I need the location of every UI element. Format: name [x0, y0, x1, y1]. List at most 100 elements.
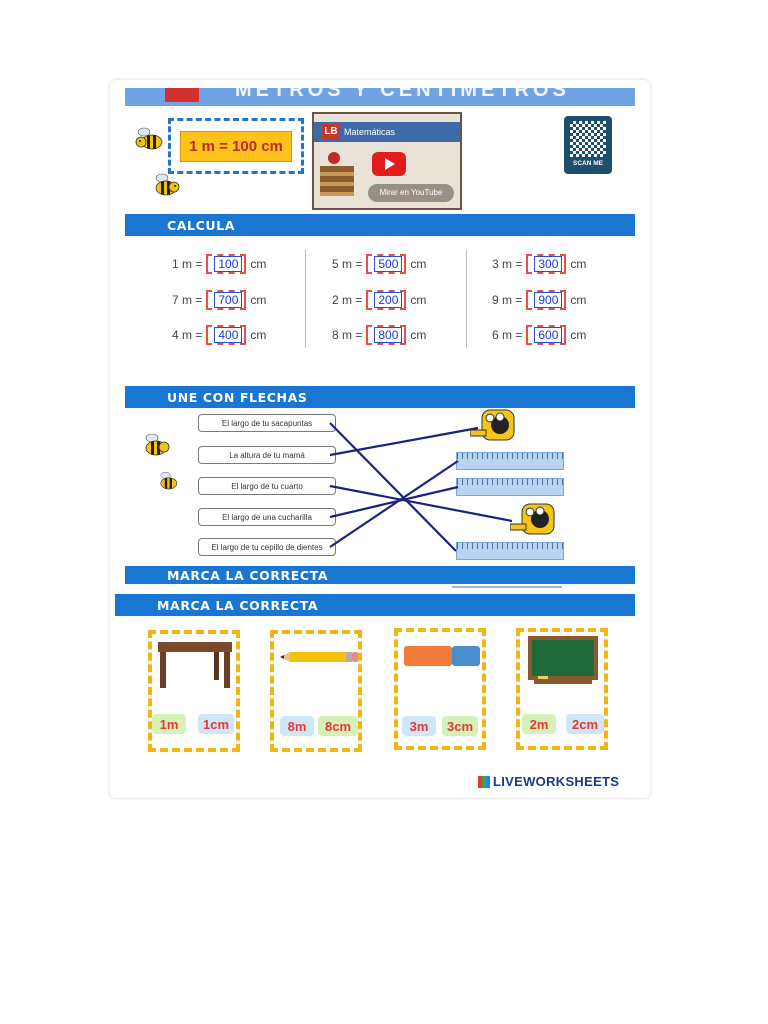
calc-row: 4 m = 400 cm — [172, 325, 266, 345]
answer-value[interactable]: 800 — [374, 327, 403, 343]
match-item[interactable]: El largo de una cucharilla — [198, 508, 336, 526]
calc-question: 2 m = — [332, 293, 363, 307]
tape-measure-icon[interactable] — [510, 498, 558, 538]
ruler-icon[interactable] — [456, 478, 564, 496]
calc-row: 5 m = 500 cm — [332, 254, 426, 274]
option-1cm[interactable]: 1cm — [198, 714, 234, 734]
qr-label: SCAN ME — [573, 160, 603, 167]
match-item[interactable]: El largo de tu cuarto — [198, 477, 336, 495]
answer-box[interactable]: 800 — [366, 325, 407, 345]
answer-box[interactable]: 100 — [206, 254, 247, 274]
unit-label: cm — [410, 328, 427, 342]
calc-question: 3 m = — [492, 257, 523, 271]
ruler-icon[interactable] — [456, 542, 564, 560]
option-frame — [394, 628, 486, 750]
qr-code-icon — [570, 121, 606, 157]
answer-value[interactable]: 200 — [374, 292, 403, 308]
answer-box[interactable]: 200 — [366, 290, 407, 310]
calc-row: 3 m = 300 cm — [492, 254, 586, 274]
bee-icon — [145, 433, 170, 456]
calc-row: 2 m = 200 cm — [332, 290, 426, 310]
answer-value[interactable]: 100 — [214, 256, 243, 272]
match-item[interactable]: El largo de tu sacapuntas — [198, 414, 336, 432]
column-divider — [305, 250, 306, 348]
answer-value[interactable]: 500 — [374, 256, 403, 272]
video-title-bar — [314, 122, 460, 142]
title-accent — [165, 88, 199, 102]
answer-box[interactable]: 700 — [206, 290, 247, 310]
channel-badge: LB — [322, 124, 340, 140]
liveworksheets-logo-icon — [478, 775, 490, 788]
chalkboard-icon — [528, 636, 598, 684]
unit-label: cm — [410, 257, 427, 271]
title-text: METROS Y CENTÍMETROS — [235, 88, 570, 101]
tape-measure-icon[interactable] — [470, 404, 518, 444]
bee-icon — [135, 127, 163, 150]
option-2cm[interactable]: 2cm — [566, 714, 604, 734]
calc-question: 9 m = — [492, 293, 523, 307]
watch-on-youtube-button[interactable]: Mirar en YouTube — [368, 184, 454, 202]
bee-icon — [160, 471, 178, 490]
option-frame — [148, 630, 240, 752]
ruler-icon[interactable] — [456, 452, 564, 470]
qr-code: SCAN ME — [564, 116, 612, 174]
unit-label: cm — [250, 257, 267, 271]
answer-box[interactable]: 900 — [526, 290, 567, 310]
answer-box[interactable]: 500 — [366, 254, 407, 274]
calc-question: 6 m = — [492, 328, 523, 342]
unit-label: cm — [570, 328, 587, 342]
section-header-marca-correcta: MARCA LA CORRECTA — [115, 594, 635, 616]
option-8cm[interactable]: 8cm — [318, 716, 358, 736]
option-3cm[interactable]: 3cm — [442, 716, 478, 736]
unit-label: cm — [570, 257, 587, 271]
section-header-une: UNE CON FLECHAS — [125, 386, 635, 408]
calc-question: 4 m = — [172, 328, 203, 342]
calc-question: 8 m = — [332, 328, 363, 342]
eraser-icon — [404, 646, 480, 666]
column-divider — [466, 250, 467, 348]
bee-icon — [155, 173, 180, 196]
option-frame — [516, 628, 608, 750]
brand: LIVEWORKSHEETS — [478, 774, 619, 789]
section-header-marca: MARCA LA CORRECTA — [125, 566, 635, 584]
unit-label: cm — [250, 293, 267, 307]
unit-label: cm — [250, 328, 267, 342]
table-icon — [158, 642, 232, 688]
option-3m[interactable]: 3m — [402, 716, 436, 736]
option-1m[interactable]: 1m — [152, 714, 186, 734]
calc-row: 6 m = 600 cm — [492, 325, 586, 345]
equation-label: 1 m = 100 cm — [180, 130, 292, 162]
video-title: Matemáticas — [344, 127, 396, 137]
calc-row: 1 m = 100 cm — [172, 254, 266, 274]
section-header-calcula: CALCULA — [125, 214, 635, 236]
answer-value[interactable]: 400 — [214, 327, 243, 343]
calc-row: 8 m = 800 cm — [332, 325, 426, 345]
unit-label: cm — [410, 293, 427, 307]
calc-row: 9 m = 900 cm — [492, 290, 586, 310]
option-8m[interactable]: 8m — [280, 716, 314, 736]
answer-value[interactable]: 300 — [534, 256, 563, 272]
match-item[interactable]: El largo de tu cepillo de dientes — [198, 538, 336, 556]
brand-label: LIVEWORKSHEETS — [493, 774, 620, 789]
answer-box[interactable]: 600 — [526, 325, 567, 345]
option-2m[interactable]: 2m — [522, 714, 556, 734]
pencil-icon — [280, 652, 358, 662]
apple-image — [328, 152, 340, 164]
answer-box[interactable]: 400 — [206, 325, 247, 345]
calc-question: 5 m = — [332, 257, 363, 271]
equation-box: 1 m = 100 cm — [168, 118, 304, 174]
answer-value[interactable]: 900 — [534, 292, 563, 308]
video-thumbnail[interactable]: LB Matemáticas Mirar en YouTube — [312, 112, 462, 210]
unit-label: cm — [570, 293, 587, 307]
play-icon[interactable] — [372, 152, 406, 176]
divider — [452, 586, 562, 588]
answer-value[interactable]: 700 — [214, 292, 243, 308]
option-frame — [270, 630, 362, 752]
title-strip: METROS Y CENTÍMETROS — [125, 88, 635, 106]
answer-value[interactable]: 600 — [534, 327, 563, 343]
answer-box[interactable]: 300 — [526, 254, 567, 274]
books-image — [320, 166, 354, 196]
match-item[interactable]: La altura de tu mamá — [198, 446, 336, 464]
calc-question: 1 m = — [172, 257, 203, 271]
